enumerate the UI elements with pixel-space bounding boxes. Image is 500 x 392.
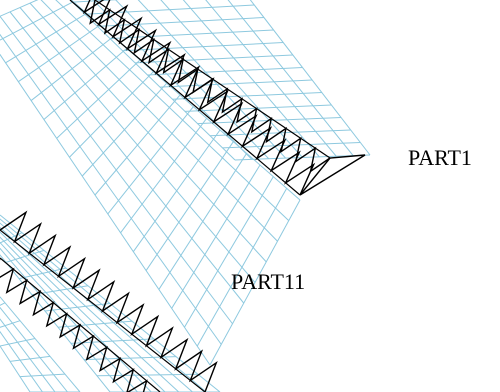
- mesh-line: [19, 373, 66, 378]
- part-label-lower: PART11: [231, 269, 306, 294]
- mesh-line: [57, 320, 133, 328]
- mesh-line: [30, 36, 114, 101]
- mesh-line: [132, 129, 221, 252]
- mesh-line: [172, 92, 322, 100]
- mesh-line: [0, 338, 36, 347]
- mesh-line: [209, 199, 301, 366]
- mesh-line: [0, 0, 39, 17]
- mesh-line: [96, 373, 199, 377]
- mesh-line: [18, 24, 101, 83]
- mesh-line: [9, 355, 51, 362]
- mesh-line: [122, 42, 284, 52]
- shell-mesh-grid: [0, 0, 371, 392]
- weld-edge: [0, 229, 206, 392]
- mesh-line: [184, 176, 274, 328]
- mesh-line: [120, 118, 208, 234]
- mesh-line: [70, 338, 155, 344]
- mesh-line: [0, 320, 21, 328]
- weld-tip: [299, 154, 366, 196]
- mesh-line: [0, 302, 6, 306]
- weld-edge: [94, 0, 331, 159]
- mesh-line: [18, 267, 67, 280]
- weld-seam: [70, 0, 316, 196]
- part-label-upper: PART1: [408, 145, 472, 170]
- mesh-line: [184, 104, 332, 112]
- mesh-line: [81, 82, 168, 177]
- mesh-line: [94, 94, 181, 196]
- mesh-line: [159, 79, 313, 88]
- mesh-line: [0, 236, 152, 392]
- mesh-line: [147, 67, 303, 76]
- weld-edge: [69, 0, 301, 196]
- mesh-line: [145, 141, 234, 271]
- mesh-line: [44, 303, 111, 312]
- mesh-line: [107, 106, 194, 215]
- mesh-line: [5, 12, 87, 64]
- mesh-line: [70, 0, 301, 201]
- mesh-line: [69, 71, 154, 158]
- mesh-line: [43, 47, 127, 120]
- mesh-line: [158, 153, 248, 290]
- mesh-line: [97, 17, 264, 27]
- mesh-line: [171, 164, 261, 309]
- weld-zigzag: [0, 0, 366, 392]
- mesh-line: [196, 188, 288, 347]
- mesh-line: [0, 1, 74, 41]
- mesh-line: [0, 53, 211, 366]
- mesh-line: [5, 249, 45, 263]
- weld-edge: [0, 257, 161, 392]
- mesh-line: [56, 59, 141, 139]
